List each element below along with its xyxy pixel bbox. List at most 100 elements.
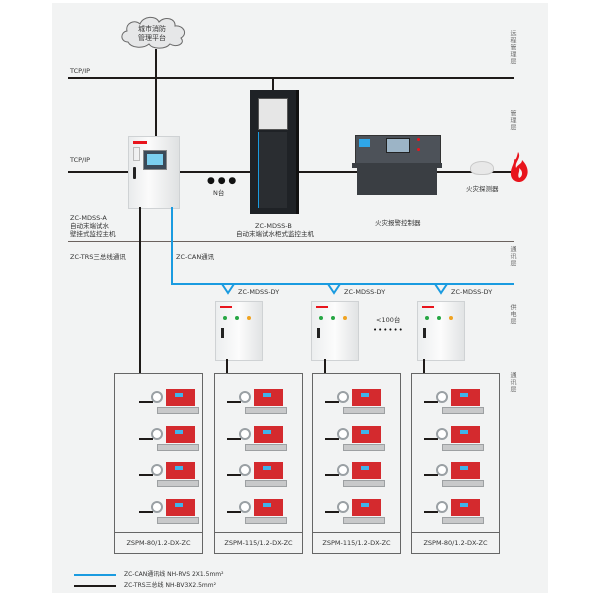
terminal-group-label: ZSPM-80/1.2-DX-ZC xyxy=(412,532,499,553)
pressure-gauge-icon xyxy=(151,464,163,476)
pipe-assembly xyxy=(157,443,199,451)
power-unit-device-1[interactable] xyxy=(215,301,263,361)
pipe-assembly xyxy=(343,480,385,487)
pressure-gauge-icon xyxy=(239,500,251,513)
terminal-test-device[interactable] xyxy=(151,425,199,452)
terminal-test-device[interactable] xyxy=(151,462,199,488)
terminal-test-device[interactable] xyxy=(239,389,287,415)
terminal-bus-stub xyxy=(325,474,339,476)
terminal-bus-stub xyxy=(139,437,153,440)
pressure-gauge-icon xyxy=(239,427,251,440)
pressure-gauge-icon xyxy=(436,427,448,440)
power-unit-device-3[interactable] xyxy=(417,301,465,361)
layer-remote-management: 远程管理层 xyxy=(509,30,516,65)
pressure-gauge-icon xyxy=(151,427,163,440)
pressure-gauge-icon xyxy=(239,464,251,476)
terminal-test-device[interactable] xyxy=(337,425,385,452)
can-notch-3 xyxy=(434,283,448,295)
layer-power: 供电层 xyxy=(509,304,516,325)
control-box xyxy=(254,389,283,406)
power-unit-label-3: ZC-MDSS-DY xyxy=(451,288,493,296)
terminal-bus-stub xyxy=(227,510,241,513)
terminal-group-label: ZSPM-80/1.2-DX-ZC xyxy=(115,532,202,553)
pressure-gauge-icon xyxy=(436,464,448,476)
cabinet-host-desc: 自动末端试水柜式监控主机 xyxy=(236,230,314,238)
tcpip-label-top: TCP/IP xyxy=(70,67,91,75)
pipe-assembly xyxy=(245,516,287,524)
terminal-test-device[interactable] xyxy=(436,425,484,452)
n-units-label: N台 xyxy=(213,189,225,197)
fire-controller-label: 火灾报警控制器 xyxy=(375,219,421,227)
can-notch-2 xyxy=(327,283,341,295)
terminal-bus-stub xyxy=(227,401,241,403)
pressure-gauge-icon xyxy=(151,500,163,513)
tcpip-label-middle: TCP/IP xyxy=(70,156,91,164)
terminal-test-device[interactable] xyxy=(239,425,287,452)
cloud-uplink xyxy=(155,49,157,139)
wall-host-screen xyxy=(143,150,167,170)
terminal-test-device[interactable] xyxy=(337,462,385,488)
pipe-assembly xyxy=(343,407,385,414)
wall-host-model: ZC-MDSS-A xyxy=(70,214,107,222)
pressure-gauge-icon xyxy=(337,500,349,513)
wall-host-device[interactable] xyxy=(128,136,180,209)
pipe-assembly xyxy=(442,407,484,414)
pressure-gauge-icon xyxy=(151,391,163,403)
pipe-assembly xyxy=(157,516,199,524)
power-unit-device-2[interactable] xyxy=(311,301,359,361)
layer-communication-upper: 通讯层 xyxy=(509,246,516,267)
pipe-assembly xyxy=(442,516,484,524)
control-box xyxy=(254,498,283,516)
terminal-test-device[interactable] xyxy=(436,389,484,415)
terminal-bus-stub xyxy=(139,474,153,476)
pressure-gauge-icon xyxy=(337,427,349,440)
terminal-test-device[interactable] xyxy=(151,389,199,415)
control-box xyxy=(166,498,195,516)
terminal-bus-stub xyxy=(424,401,438,403)
terminal-bus-stub xyxy=(424,474,438,476)
terminal-test-device[interactable] xyxy=(337,498,385,525)
control-box xyxy=(352,425,381,443)
terminal-test-device[interactable] xyxy=(337,389,385,415)
pipe-assembly xyxy=(343,443,385,451)
terminal-bus-stub xyxy=(325,401,339,403)
fire-alarm-controller[interactable] xyxy=(352,135,442,195)
cabinet-host-panel xyxy=(258,132,287,208)
wall-host-handle xyxy=(133,167,136,179)
communication-layer-divider xyxy=(68,241,514,242)
control-box xyxy=(166,425,195,443)
terminal-test-device[interactable] xyxy=(239,462,287,488)
terminal-bus-stub xyxy=(325,437,339,440)
can-bus-vertical xyxy=(171,207,173,284)
terminal-test-device[interactable] xyxy=(151,498,199,525)
pipe-assembly xyxy=(245,480,287,487)
wall-host-desc2: 壁挂式监控主机 xyxy=(70,230,116,238)
wall-host-desc1: 自动末端试水 xyxy=(70,222,109,230)
control-box xyxy=(254,425,283,443)
layer-management: 管理层 xyxy=(509,110,516,131)
layer-communication-lower: 通讯层 xyxy=(509,372,516,393)
terminal-bus-stub xyxy=(227,437,241,440)
terminal-test-device[interactable] xyxy=(436,462,484,488)
wall-host-logo xyxy=(133,141,147,144)
cabinet-host-device[interactable] xyxy=(250,90,299,214)
control-box xyxy=(352,498,381,516)
control-box xyxy=(352,389,381,406)
terminal-test-device[interactable] xyxy=(436,498,484,525)
wall-host-slot xyxy=(133,147,140,161)
fire-detector-icon xyxy=(470,161,494,175)
power-unit-label-1: ZC-MDSS-DY xyxy=(238,288,280,296)
cabinet-host-screen xyxy=(258,98,288,130)
pipe-assembly xyxy=(157,407,199,414)
flame-icon xyxy=(510,152,528,182)
pressure-gauge-icon xyxy=(436,391,448,403)
terminal-test-device[interactable] xyxy=(239,498,287,525)
control-box xyxy=(451,389,480,406)
can-bus-horizontal xyxy=(171,283,514,285)
control-box xyxy=(451,498,480,516)
terminal-bus-stub xyxy=(139,401,153,403)
terminal-bus-stub xyxy=(325,510,339,513)
power-count-label: <100台 xyxy=(376,316,401,324)
pipe-assembly xyxy=(343,516,385,524)
power-count-dots: •••••• xyxy=(373,326,404,334)
